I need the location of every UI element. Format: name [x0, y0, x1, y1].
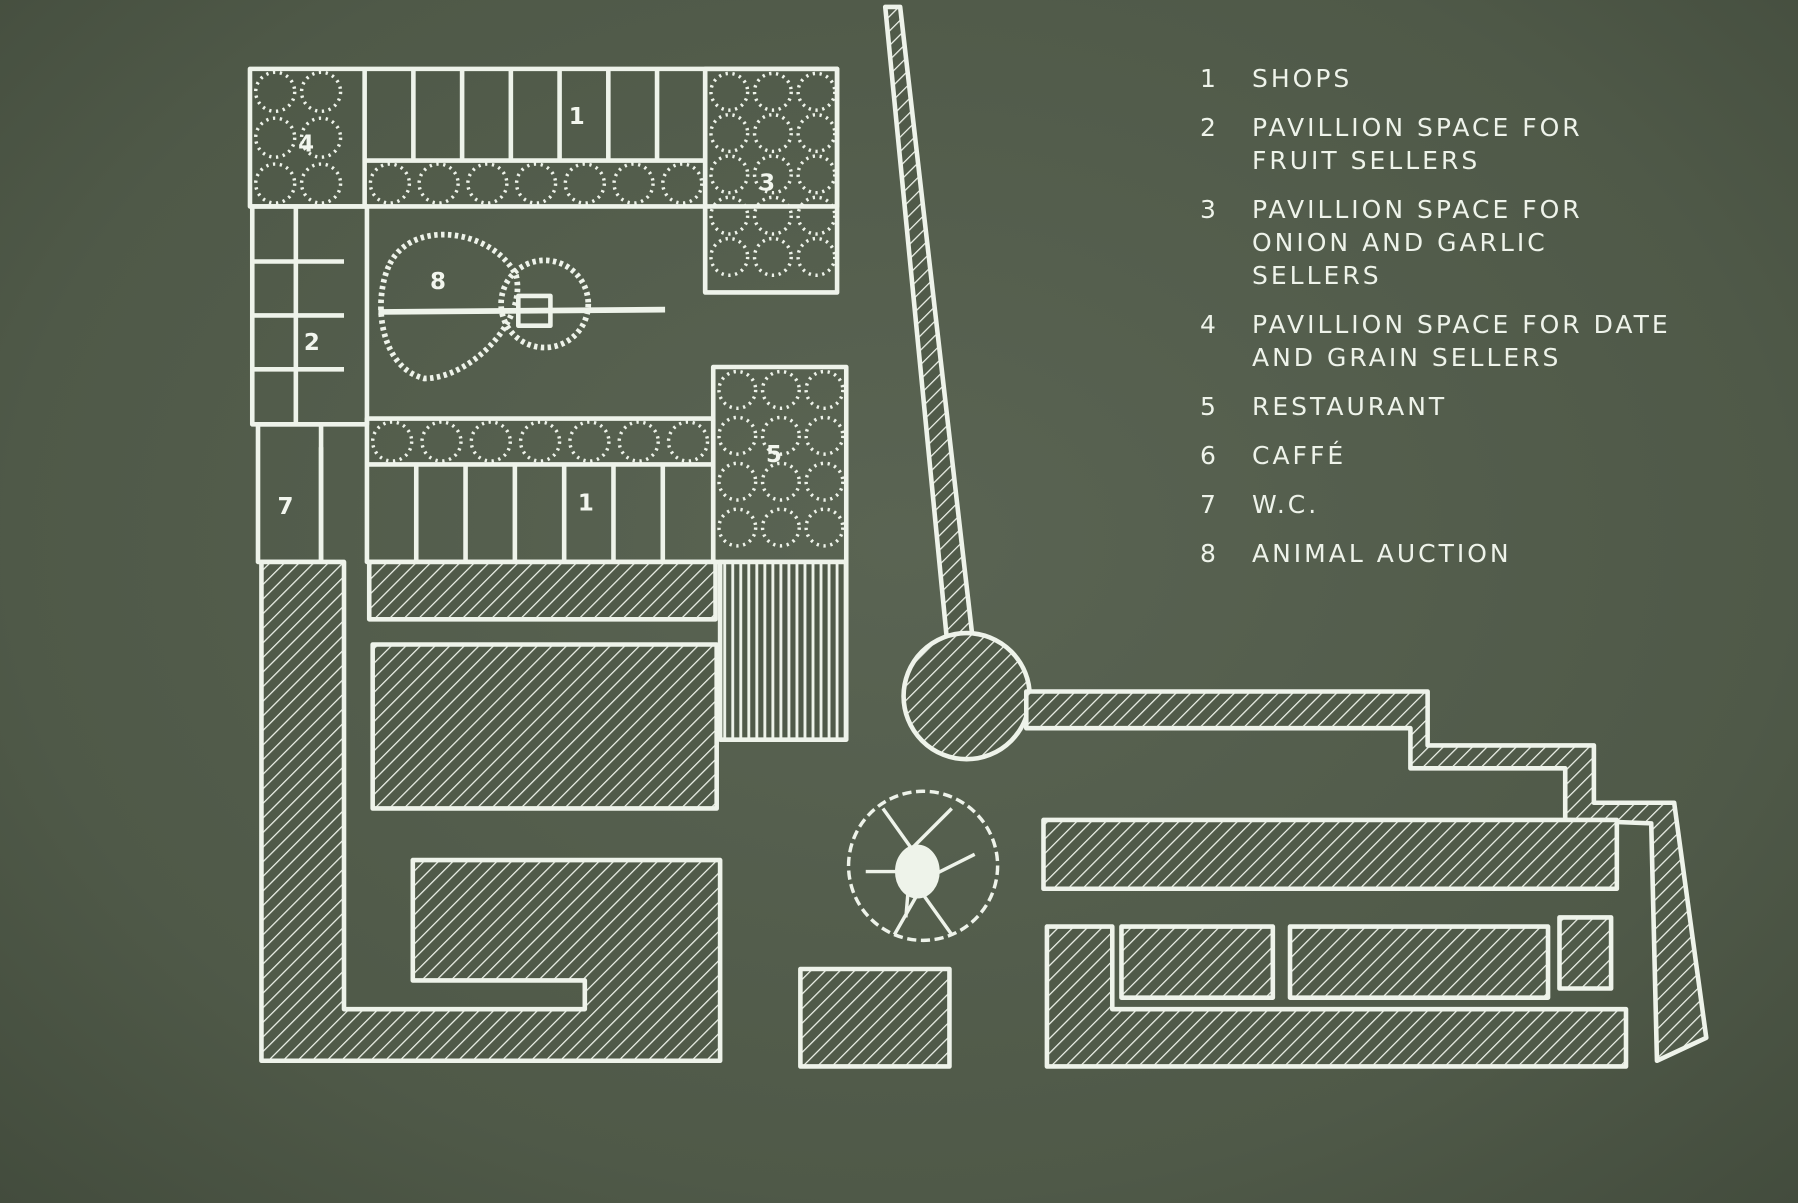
plan-label-shops-top: 1 — [569, 104, 585, 130]
stall-circle — [563, 162, 607, 205]
caffe-terrace — [717, 559, 849, 742]
perimeter-wall — [259, 559, 723, 1064]
kiosk — [798, 966, 952, 1069]
stall-circle — [370, 420, 414, 463]
stall-circle — [368, 162, 412, 205]
stall-circle — [760, 415, 801, 456]
stall-circle — [717, 369, 758, 411]
stall-circle — [709, 236, 750, 277]
stall-circle — [796, 71, 837, 112]
stall-circle — [804, 507, 845, 548]
plan-label-fruit: 2 — [304, 330, 320, 356]
stall-circle — [796, 113, 837, 154]
stall-circle — [253, 70, 297, 114]
stall-circle — [299, 116, 343, 159]
plan-label-onion-garlic: 3 — [759, 170, 775, 196]
auction-pen-1 — [1119, 924, 1276, 1000]
stall-circle — [752, 71, 793, 112]
stall-circle — [617, 420, 660, 463]
fruit-pavilion — [249, 204, 370, 427]
stall-circle — [466, 162, 509, 205]
tree-icon — [846, 789, 1000, 943]
stall-circle — [709, 195, 750, 236]
stall-circle — [796, 154, 837, 195]
building-block — [370, 642, 719, 811]
stall-circle — [709, 71, 750, 112]
stall-circle — [299, 70, 343, 114]
roundabout — [901, 630, 1033, 762]
stall-circle — [514, 162, 558, 205]
stall-circle — [752, 154, 793, 195]
stall-circle — [612, 162, 655, 205]
auction-pen-3 — [1557, 915, 1614, 991]
stall-circle — [568, 420, 611, 463]
stall-circle — [253, 162, 297, 205]
auction-building-2 — [1044, 924, 1629, 1069]
stall-circle — [661, 162, 704, 205]
stall-circle — [420, 420, 463, 463]
fountain — [378, 231, 592, 382]
plan-label-wc: 7 — [277, 494, 293, 520]
boundary-wall — [1023, 689, 1709, 1064]
stall-circle — [299, 162, 343, 205]
bottom-shops-block — [364, 416, 716, 565]
stall-circle — [709, 154, 750, 195]
stall-circle — [752, 113, 793, 154]
stall-circle — [717, 415, 758, 456]
stall-circle — [253, 116, 297, 159]
plan-label-auction: 8 — [430, 269, 446, 295]
stall-circle — [752, 236, 793, 277]
stall-circle — [804, 461, 845, 502]
road — [882, 4, 975, 645]
stall-circle — [717, 461, 758, 502]
stall-circle — [760, 369, 801, 411]
stall-circle — [760, 507, 801, 548]
stall-circle — [417, 162, 460, 205]
plan-label-shops-bottom: 1 — [578, 490, 594, 516]
stall-circle — [717, 507, 758, 548]
stall-circle — [752, 195, 793, 236]
stall-circle — [709, 113, 750, 154]
hatched-strip — [366, 559, 718, 622]
stall-circle — [518, 420, 562, 463]
stall-circle — [469, 420, 512, 463]
stall-circle — [666, 420, 710, 463]
top-shops-block — [247, 66, 840, 295]
auction-building-1 — [1041, 817, 1620, 892]
stall-circle — [760, 461, 801, 502]
stall-circle — [804, 369, 845, 411]
plan-label-date-grain: 4 — [298, 131, 314, 157]
stall-circle — [796, 195, 837, 236]
auction-pen-2 — [1287, 924, 1551, 1000]
plan-label-restaurant: 5 — [766, 442, 782, 468]
stall-circle — [796, 236, 837, 277]
stall-circle — [804, 415, 845, 456]
